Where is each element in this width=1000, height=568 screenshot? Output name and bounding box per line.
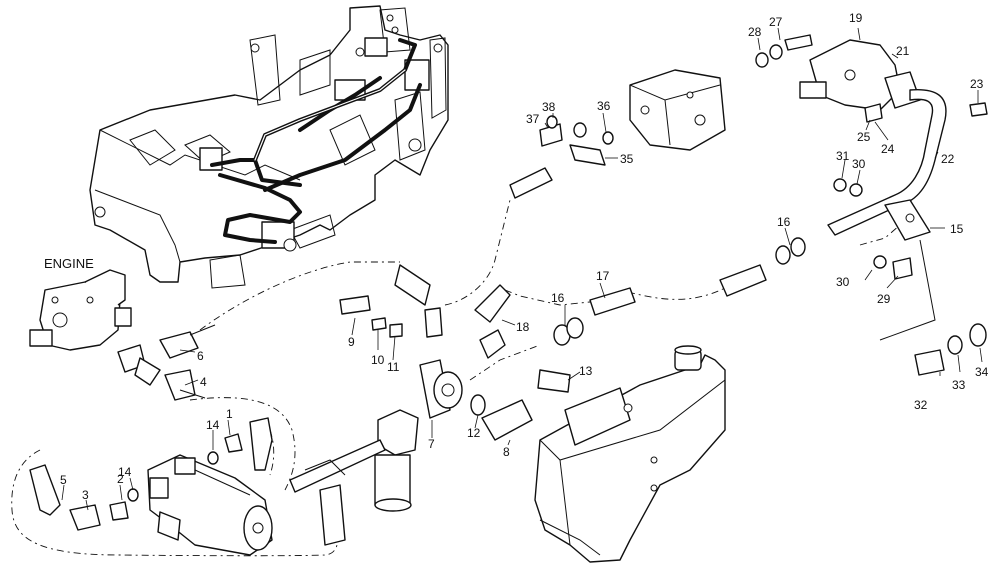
engine-label: ENGINE xyxy=(44,256,94,271)
center-fittings xyxy=(339,264,571,441)
bracket-leader xyxy=(879,239,936,341)
frame-hoses xyxy=(210,38,422,244)
callout-38: 38 xyxy=(542,100,556,114)
electric-motor-pump xyxy=(147,454,273,556)
callout-13: 13 xyxy=(579,364,593,378)
callout-34: 34 xyxy=(975,365,989,379)
callout-2: 2 xyxy=(117,472,124,486)
callout-16b: 16 xyxy=(777,215,791,229)
callout-5: 5 xyxy=(60,473,67,487)
callout-35: 35 xyxy=(620,152,634,166)
callout-29: 29 xyxy=(877,292,891,306)
callout-9: 9 xyxy=(348,335,355,349)
callout-18: 18 xyxy=(516,320,530,334)
callout-24: 24 xyxy=(881,142,895,156)
callout-15: 15 xyxy=(950,222,964,236)
callout-30a: 30 xyxy=(852,157,866,171)
callout-27: 27 xyxy=(769,15,783,29)
callout-16a: 16 xyxy=(551,291,565,305)
bolts-and-washers xyxy=(539,34,988,376)
return-filter-assembly xyxy=(289,409,419,546)
callout-3: 3 xyxy=(82,488,89,502)
callout-11: 11 xyxy=(387,360,400,374)
callout-14a: 14 xyxy=(206,418,220,432)
callout-14b: 14 xyxy=(118,465,132,479)
leader-lines xyxy=(61,27,983,511)
callout-25: 25 xyxy=(857,130,871,144)
engine-gear-pump xyxy=(29,269,132,351)
callout-10: 10 xyxy=(371,353,385,367)
callout-numbers: 1 2 3 4 5 6 7 8 9 10 11 12 13 14 14 15 1… xyxy=(60,11,989,502)
callout-28: 28 xyxy=(748,25,762,39)
callout-33: 33 xyxy=(952,378,966,392)
callout-32: 32 xyxy=(914,398,928,412)
pump-fittings xyxy=(117,324,216,401)
callout-37: 37 xyxy=(526,112,540,126)
hydraulic-oil-tank xyxy=(534,345,726,563)
tractor-frame-assembly xyxy=(89,5,449,289)
callout-12: 12 xyxy=(467,426,481,440)
tube-hoses xyxy=(474,167,806,359)
callout-17: 17 xyxy=(596,269,610,283)
callout-22: 22 xyxy=(941,152,955,166)
callout-6: 6 xyxy=(197,349,204,363)
motor-fittings xyxy=(29,417,273,531)
callout-23: 23 xyxy=(970,77,984,91)
callout-30b: 30 xyxy=(836,275,850,289)
pressure-pipe xyxy=(827,88,947,241)
callout-7: 7 xyxy=(428,437,435,451)
callout-36: 36 xyxy=(597,99,611,113)
control-valve-block xyxy=(629,69,726,151)
callout-8: 8 xyxy=(503,445,510,459)
callout-1: 1 xyxy=(226,407,233,421)
callout-31: 31 xyxy=(836,149,850,163)
callout-19: 19 xyxy=(849,11,863,25)
callout-21: 21 xyxy=(896,44,910,58)
callout-4: 4 xyxy=(200,375,207,389)
